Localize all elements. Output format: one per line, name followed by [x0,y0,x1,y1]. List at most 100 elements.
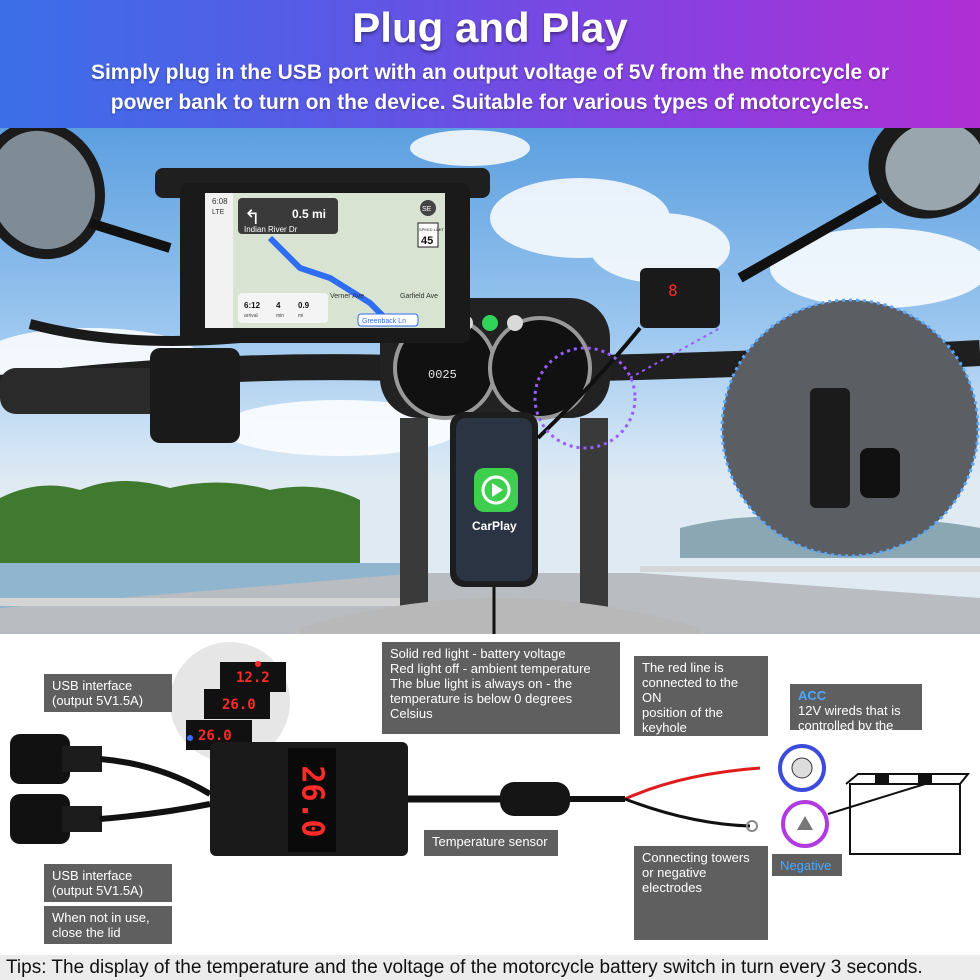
label-towers-line1: Connecting towers [642,850,750,865]
battery-icon [845,773,971,855]
eta-min-label: min [276,313,284,319]
display-reading-1-box [220,662,286,692]
eta-mi: 0.9 [298,301,310,310]
label-acc-line2: controlled by the [798,718,894,733]
label-light-line4: temperature is below 0 degrees [390,691,573,706]
speed-limit-value: 45 [421,235,433,247]
navigation-device [155,168,490,343]
usb-plug-zoom [810,388,850,508]
usb-cable [536,326,642,440]
label-red-line2: connected to the ON [642,675,739,705]
tips-footer: Tips: The display of the temperature and… [0,955,980,980]
avatar-initials: SE [422,206,432,213]
map-label-1: Verner Ave [330,293,364,300]
module-main-reading: 26.0 [294,765,330,838]
usb-cable-2 [99,801,211,822]
label-lid-line2: close the lid [52,925,121,940]
nav-street: Indian River Dr [244,225,298,234]
left-switch [150,348,240,443]
usb-cap-zoom [860,448,900,498]
label-lid-line1: When not in use, [52,910,150,925]
avatar [420,200,436,216]
right-mirror [737,128,980,283]
fork-left [400,418,428,618]
motorcycle-scene-illustration: 0025 6:08 LTE ↰ 0.5 mi Indian River Dr S… [0,128,980,634]
module-display [288,748,336,852]
label-connecting-towers: Connecting towers or negative electrodes [634,846,768,940]
usb-port-highlight [533,346,637,450]
label-red-line: The red line is connected to the ON posi… [634,656,768,736]
label-usb1-line1: USB interface [52,678,133,693]
left-mirror [0,128,172,260]
smartphone [450,412,538,634]
voltmeter-red-led: 8 [668,281,678,300]
label-close-lid: When not in use, close the lid [44,906,172,944]
fuel-tank [300,598,700,634]
eta-mi-label: mi [298,313,303,319]
left-grip [0,368,170,414]
label-light-line5: Celsius [390,706,433,721]
carplay-label: CarPlay [472,519,517,533]
screen-network: LTE [212,209,225,216]
map-label-2: Garfield Ave [400,293,438,300]
label-towers-line3: electrodes [642,880,702,895]
page-title: Plug and Play [352,4,628,51]
black-wire [624,797,751,828]
acc-key-inner [791,757,813,779]
eta-arrival-label: arrival [244,313,258,319]
usb-cable-1 [99,756,212,797]
wiring-diagram: 12.2 26.0 26.0 26.0 USB interface (outpu… [0,634,980,980]
label-light-line2: Red light off - ambient temperature [390,661,591,676]
label-light-line3: The blue light is always on - the [390,676,573,691]
road-rail-left [0,598,420,606]
label-usb-interface-2: USB interface (output 5V1.5A) [44,864,172,902]
label-acc-line1: 12V wireds that is [798,703,901,718]
eta-arrival: 6:12 [244,301,261,310]
label-usb1-line2: (output 5V1.5A) [52,693,144,708]
negative-icon-symbol [797,816,813,830]
label-usb2-line1: USB interface [52,868,133,883]
usb-socket-2 [10,794,102,844]
turn-arrow-icon: ↰ [244,205,261,229]
wire-to-battery [827,783,926,815]
page-subtitle: Simply plug in the USB port with an outp… [60,58,920,118]
speed-limit-sign [417,222,439,248]
subtitle-line-2: power bank to turn on the device. Suitab… [110,91,870,114]
label-red-line1: The red line is [642,660,724,675]
label-acc: ACC 12V wireds that is controlled by the [790,684,922,733]
label-red-line3: position of the [642,705,723,720]
map-label-3: Greenback Ln [362,318,406,325]
wiring-illustration [10,642,971,856]
tree-line [0,480,360,568]
label-temp-sensor-text: Temperature sensor [432,834,548,849]
label-red-line4: keyhole [642,720,687,735]
odometer-readout: 0025 [428,368,457,382]
label-acc-title: ACC [798,688,827,703]
blue-indicator-light [187,735,193,741]
temperature-sensor-body [500,782,570,816]
red-wire [624,766,761,801]
speed-sign-label: SPEED LIMIT [419,227,444,232]
screen-time: 6:08 [212,197,228,206]
label-indicator-light: Solid red light - battery voltage Red li… [382,642,620,734]
display-reading-2: 26.0 [222,697,256,713]
voltmeter-unit [640,268,720,328]
red-indicator-light [255,661,261,667]
display-reading-3: 26.0 [198,728,232,744]
map-label-3-box [357,313,419,327]
motorcycle-photo: 0025 6:08 LTE ↰ 0.5 mi Indian River Dr S… [0,128,980,634]
label-negative-text: Negative [780,858,832,873]
label-usb2-line2: (output 5V1.5A) [52,883,144,898]
display-reading-2-box [204,689,270,719]
eta-min: 4 [276,301,281,310]
display-reading-1: 12.2 [236,670,270,686]
road-rail-right [640,566,980,572]
subtitle-line-1: Simply plug in the USB port with an outp… [90,61,890,84]
label-temperature-sensor: Temperature sensor [424,830,558,856]
black-wire-terminal [746,820,758,832]
usb-socket-1 [10,734,102,784]
label-light-line1: Solid red light - battery voltage [390,646,566,661]
nav-distance: 0.5 mi [292,207,326,221]
header-banner: Plug and Play Simply plug in the USB por… [0,0,980,128]
fork-right [580,418,608,618]
